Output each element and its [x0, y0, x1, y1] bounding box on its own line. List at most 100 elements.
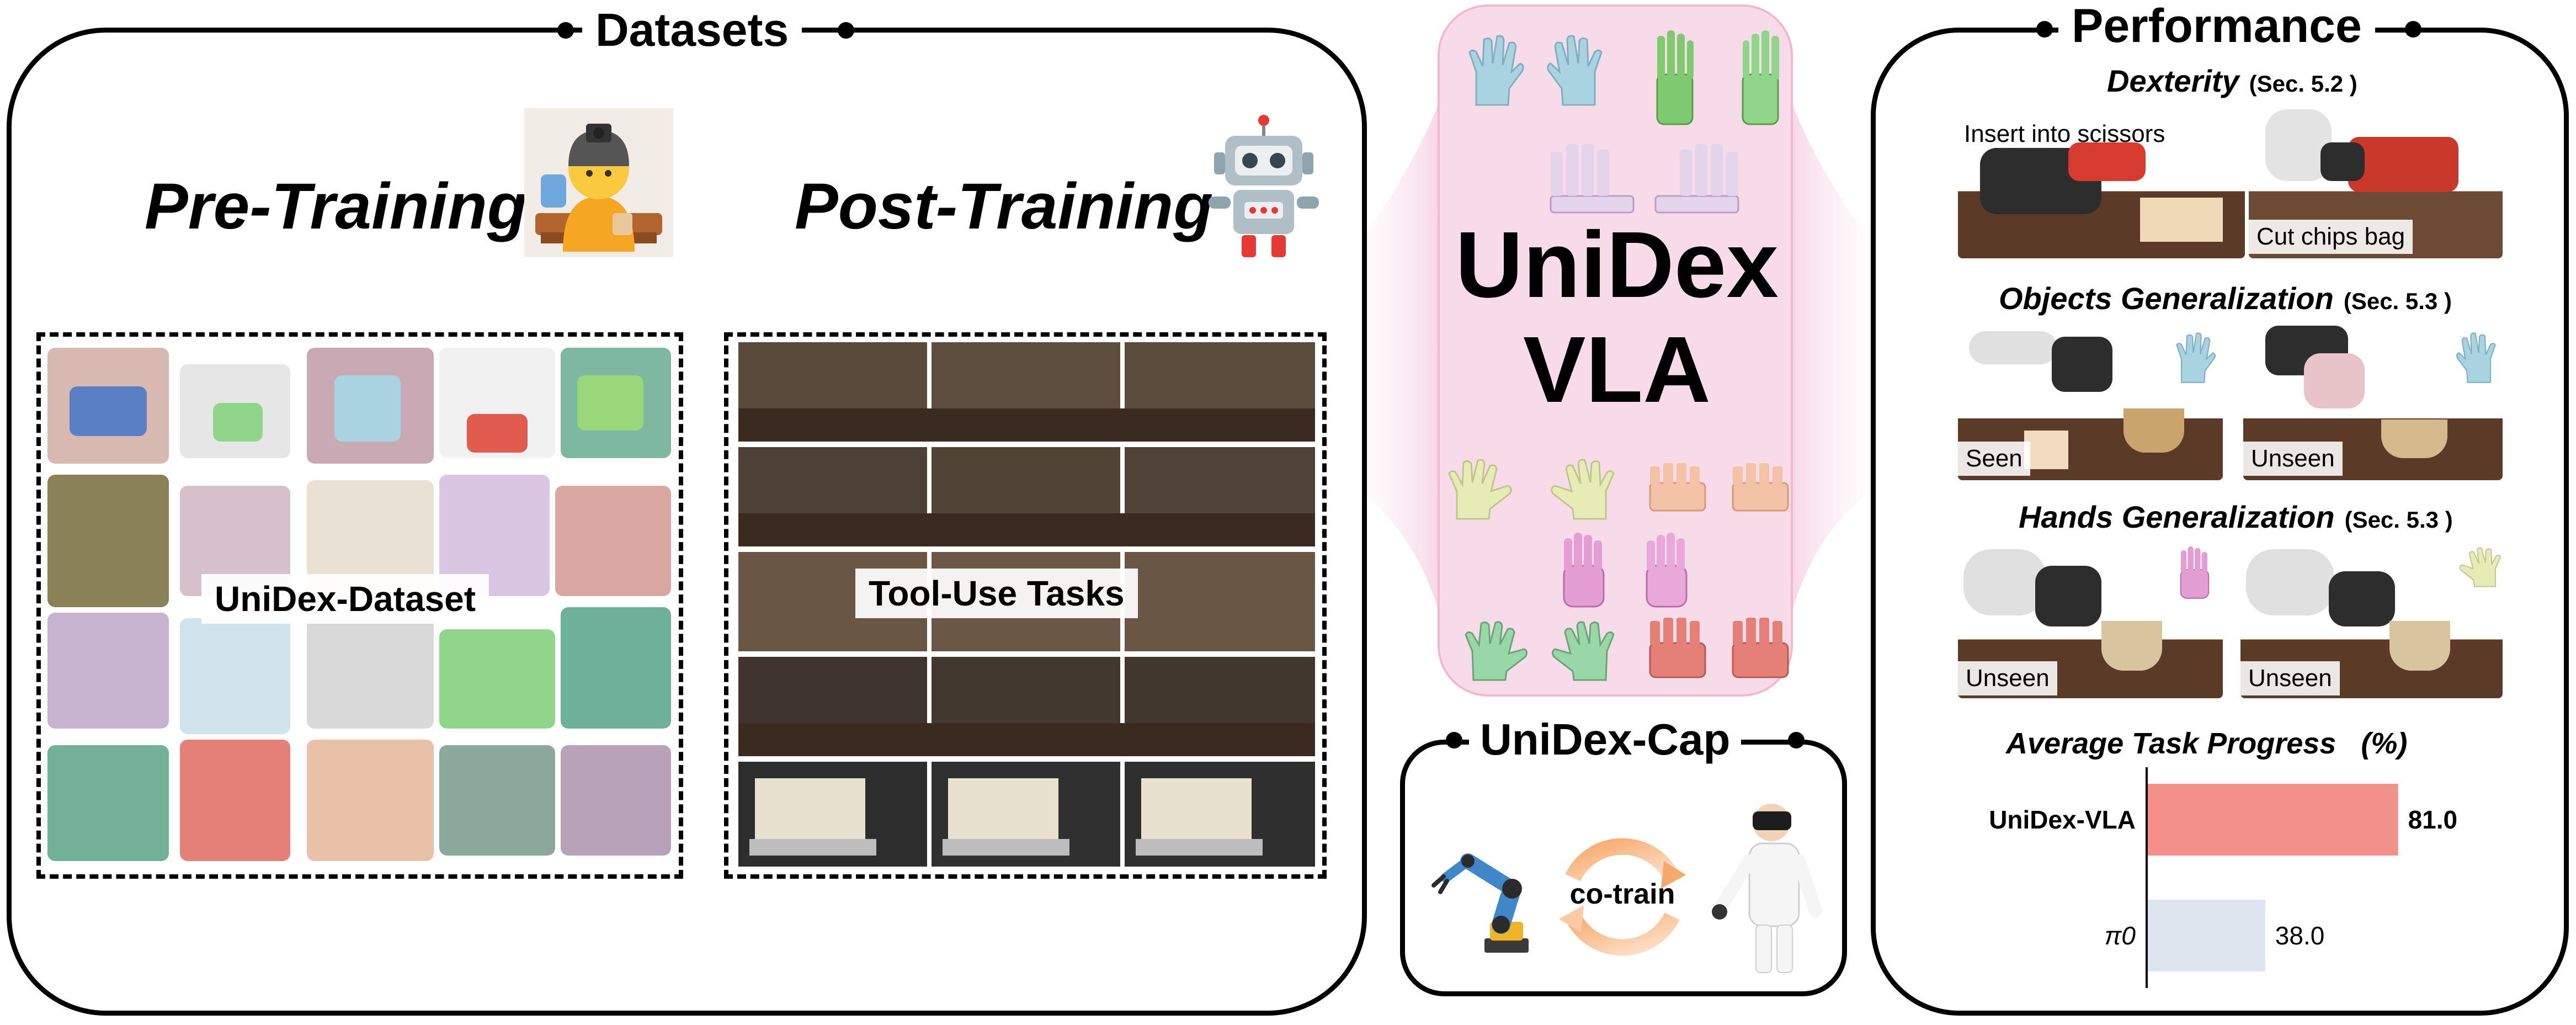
category-label-0: UniDex-VLA	[1989, 805, 2136, 834]
hands-label-right: Unseen	[2240, 661, 2340, 695]
co-train-label: co-train	[1569, 878, 1675, 910]
point-cloud-tile	[47, 475, 169, 607]
unidex-cap-title: UniDex-Cap	[1469, 718, 1742, 762]
dexterity-section: (Sec. 5.2 )	[2249, 71, 2357, 97]
hand-icon-green	[1733, 30, 1788, 130]
hands-label-left: Unseen	[1958, 661, 2057, 695]
hand-icon-magenta	[2175, 546, 2214, 601]
chart-title: Average Task Progress (%)	[2006, 727, 2408, 760]
title-dot-right	[838, 22, 854, 39]
bar-0	[2148, 784, 2398, 856]
point-cloud-tile	[180, 618, 290, 734]
robot-hand-shape	[2052, 337, 2112, 392]
value-label-0: 81.0	[2408, 805, 2458, 834]
hand-icon-purple	[1540, 141, 1639, 218]
dexterity-label-right: Cut chips bag	[2249, 220, 2413, 254]
laptop-screen	[755, 778, 865, 839]
robot-hand-shape	[2329, 571, 2395, 626]
objects-title: Objects Generalization	[1999, 281, 2334, 316]
hand-icon-green	[1647, 30, 1702, 130]
unidex-title-line2: VLA	[1523, 317, 1711, 422]
hands-photo-left	[1958, 544, 2223, 698]
title-dot-left	[1446, 732, 1462, 748]
hand-icon-magenta	[1639, 533, 1694, 610]
hand-icon-blue	[2173, 331, 2217, 386]
cup-shape	[2381, 419, 2447, 458]
title-dot-left	[2036, 21, 2053, 38]
unidex-dataset-box	[36, 332, 683, 879]
hand-icon-orange	[1644, 461, 1711, 516]
cup-shape	[2123, 408, 2184, 453]
robot-hand-shape	[2320, 142, 2365, 181]
hand-icon-yellow	[1545, 458, 1617, 524]
kettle-shape	[2304, 353, 2365, 408]
hand-icon-purple	[1650, 141, 1749, 218]
point-cloud-tile	[180, 740, 290, 861]
hand-icon-red	[1644, 615, 1711, 682]
table-surface	[738, 723, 1315, 756]
dexterity-title: Dexterity	[2107, 63, 2239, 98]
performance-title: Performance	[2058, 2, 2375, 50]
hand-icon-blue	[1465, 33, 1526, 110]
cup-shape	[2389, 621, 2450, 671]
video-frame	[1125, 552, 1315, 651]
cube-shape	[2024, 431, 2068, 469]
title-dot-left	[557, 22, 574, 39]
table-surface	[738, 408, 1315, 442]
unidex-dataset-label: UniDex-Dataset	[201, 574, 489, 624]
laptop-base	[749, 839, 876, 856]
point-cloud-tile	[439, 745, 555, 856]
point-cloud-tile	[47, 613, 169, 729]
hands-heading: Hands Generalization(Sec. 5.3 )	[2019, 499, 2453, 535]
point-cloud-tile	[213, 403, 263, 442]
dexterity-heading: Dexterity (Sec. 5.2 )	[2107, 63, 2357, 99]
hand-icon-mint	[1462, 618, 1529, 684]
robot-arm-shape	[1969, 331, 2057, 364]
dexterity-photo-left	[1958, 109, 2245, 258]
robot-arm-shape	[2246, 549, 2334, 615]
tool-use-box	[724, 332, 1327, 879]
hand-icon-mint	[1551, 613, 1617, 684]
hand-icon-red	[1727, 615, 1793, 682]
hand-icon-yellow	[2456, 546, 2503, 591]
robot-arm-shape	[1963, 549, 2046, 615]
hand-icon-blue	[1545, 33, 1606, 110]
category-label-1: π0	[2105, 921, 2136, 950]
robot-emoji-icon	[1203, 114, 1324, 263]
unidex-title-line1: UniDex	[1455, 213, 1779, 317]
unidex-dataset-grid	[47, 342, 671, 867]
point-cloud-tile	[561, 745, 671, 856]
objects-heading: Objects Generalization (Sec. 5.3 )	[1999, 280, 2452, 316]
hands-section: (Sec. 5.3 )	[2344, 507, 2453, 533]
tool-use-frames	[738, 342, 1315, 867]
robot-arm-icon	[1418, 828, 1551, 960]
objects-section: (Sec. 5.3 )	[2343, 288, 2452, 314]
point-cloud-tile	[467, 414, 528, 453]
vr-operator-icon	[1705, 795, 1827, 977]
point-cloud-tile	[555, 486, 671, 596]
bar-1	[2148, 900, 2265, 971]
post-training-label: Post-Training	[795, 170, 1214, 243]
hand-icon-magenta	[1556, 533, 1611, 610]
scissors-shape	[2068, 142, 2146, 181]
objects-label-right: Unseen	[2243, 442, 2343, 476]
laptop-screen	[1141, 778, 1252, 839]
laptop-base	[943, 839, 1069, 856]
point-cloud-tile	[577, 375, 643, 431]
person-teleop-emoji-icon	[524, 108, 673, 257]
point-cloud-tile	[307, 740, 434, 861]
point-cloud-tile	[47, 745, 169, 861]
title-dot-right	[1788, 732, 1805, 748]
datasets-title: Datasets	[582, 7, 802, 53]
objects-label-left: Seen	[1958, 442, 2030, 476]
hand-icon-yellow	[1446, 458, 1518, 524]
point-cloud-tile	[307, 618, 434, 729]
robot-hand-shape	[2035, 566, 2101, 626]
laptop-screen	[948, 778, 1058, 839]
title-dot-right	[2405, 21, 2421, 38]
point-cloud-tile	[334, 375, 401, 442]
hand-icon-blue	[2455, 331, 2499, 386]
laptop-base	[1136, 839, 1263, 856]
cup-shape	[2101, 621, 2162, 671]
